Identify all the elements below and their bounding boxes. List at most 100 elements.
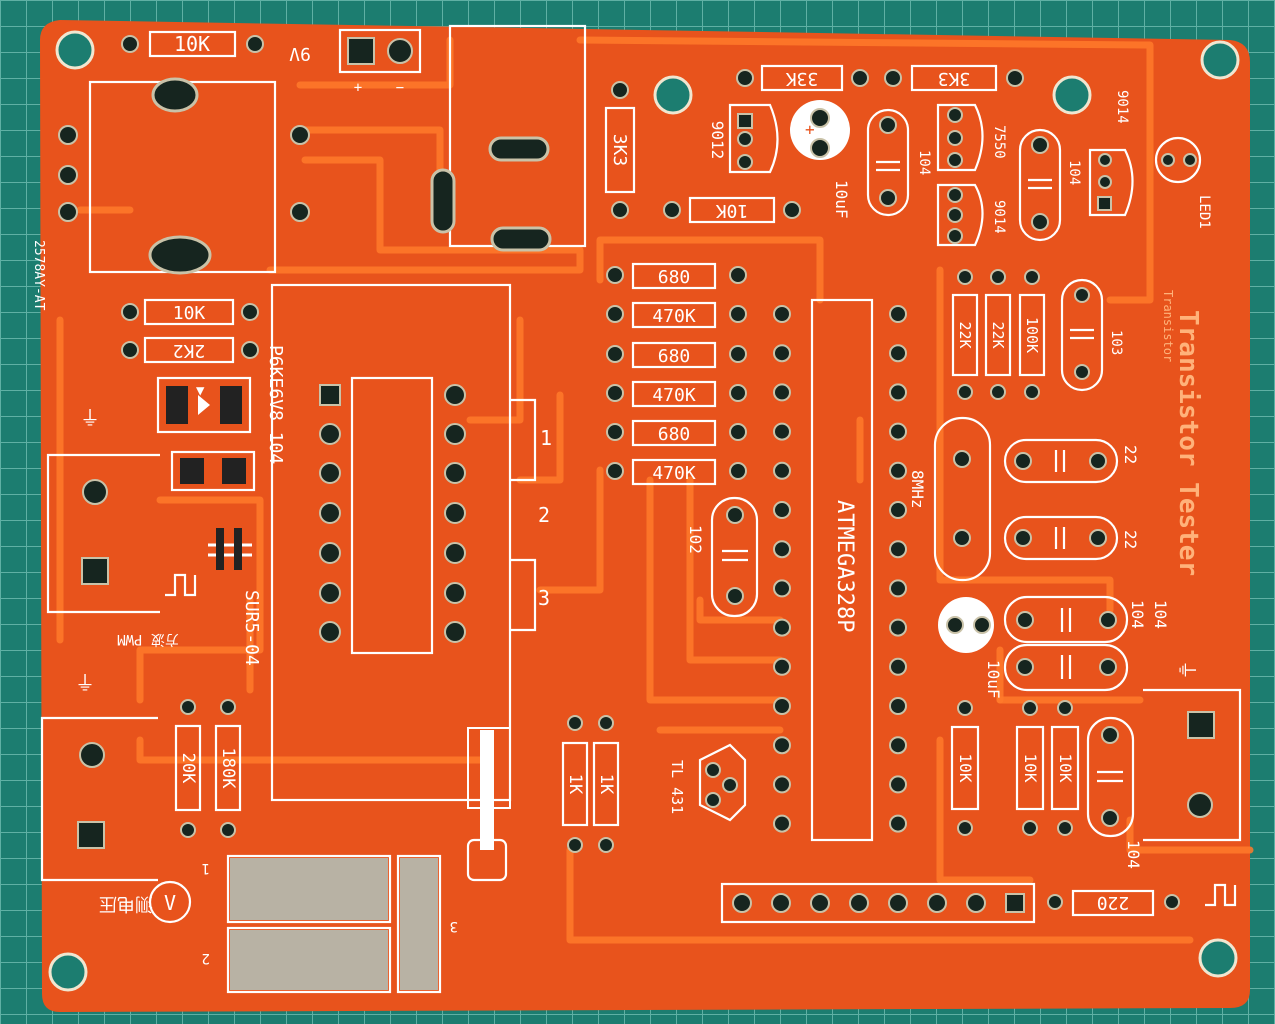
mcu-pin xyxy=(773,618,791,637)
label-minus: − xyxy=(396,80,404,96)
capacitor-102: 102 xyxy=(686,496,759,618)
label-tl431: TL 431 xyxy=(668,760,686,814)
label-470k-b: 470K xyxy=(652,385,696,406)
capacitor-104-top: 104 xyxy=(866,108,932,217)
label-104-right-top: 104 xyxy=(1066,160,1082,185)
resistor-10k-b3: 10K xyxy=(1050,700,1080,836)
label-9v: 9V xyxy=(289,43,311,64)
socket-pins-left xyxy=(319,384,341,643)
label-680-a: 680 xyxy=(658,267,691,288)
mcu-pin xyxy=(773,657,791,676)
potentiometer xyxy=(58,77,310,275)
label-33k: 33K xyxy=(786,68,819,89)
mcu-pin xyxy=(773,775,791,794)
transistor-9014-a: 9014 xyxy=(936,183,1007,247)
capacitor-104-e: 104 xyxy=(1086,716,1143,869)
mcu-pin xyxy=(889,422,907,441)
mcu-pin xyxy=(773,579,791,598)
label-10k-b1: 10K xyxy=(956,754,975,783)
capacitor-10uf-top: + 10uF xyxy=(790,100,851,219)
smd-pads xyxy=(170,450,256,492)
label-9012: 9012 xyxy=(708,121,727,160)
test-pads: 1 2 3 xyxy=(202,854,458,994)
label-7550: 7550 xyxy=(991,125,1007,159)
label-plus: + xyxy=(354,80,362,96)
label-680-c: 680 xyxy=(658,424,691,445)
mcu-pin xyxy=(889,305,907,323)
tvs-diode xyxy=(156,376,252,434)
resistor-1k-a: 1K xyxy=(561,715,589,853)
connector-pwm: ⏚ 方波 PWM xyxy=(46,406,179,647)
mcu-pins-left xyxy=(773,305,791,833)
label-3k3-vertical: 3K3 xyxy=(609,134,630,167)
resistor-2k2: 2K2 xyxy=(121,336,259,364)
mcu-pin xyxy=(773,422,791,441)
mcu-pin xyxy=(889,814,907,833)
connector-right: ⏚ xyxy=(1143,660,1242,842)
label-tp1: 1 xyxy=(202,860,210,876)
transistor-9014-b: 9014 xyxy=(1088,90,1134,217)
label-10k-b3: 10K xyxy=(1056,754,1075,783)
label-pwm: 方波 PWM xyxy=(117,631,179,647)
copper-traces xyxy=(56,36,1254,944)
mcu-pin xyxy=(773,383,791,402)
mcu-pins-right xyxy=(889,305,907,833)
label-2k2: 2K2 xyxy=(173,340,206,361)
label-22-b: 22 xyxy=(1121,530,1140,549)
svg-text:⏚: ⏚ xyxy=(75,671,95,695)
label-1k-b: 1K xyxy=(596,774,616,795)
capacitor-104-right-top: 104 xyxy=(1018,128,1082,242)
mcu-pin xyxy=(773,501,791,519)
mcu-pin xyxy=(889,618,907,637)
mcu-pin xyxy=(773,540,791,559)
mcu-pin xyxy=(773,344,791,363)
mcu-pin xyxy=(889,736,907,755)
resistor-1k-b: 1K xyxy=(592,715,620,853)
resistor-33k: 33K xyxy=(736,64,869,92)
pulse-symbol-pwm xyxy=(165,573,197,597)
resistor-10k-mid: 10K xyxy=(663,196,801,224)
svg-text:▼: ▼ xyxy=(196,383,205,399)
label-pin-1: 1 xyxy=(540,426,552,450)
label-10k-left: 10K xyxy=(173,303,206,324)
label-tp3: 3 xyxy=(450,918,458,934)
svg-text:+: + xyxy=(805,120,815,139)
resistor-22k-b: 22K xyxy=(984,269,1012,400)
resistor-10k-top: 10K xyxy=(121,30,264,58)
label-102: 102 xyxy=(686,525,705,554)
board-code: 2578AY-AT xyxy=(31,240,46,311)
resistor-3k3-horizontal: 3K3 xyxy=(884,64,1024,92)
label-22k-a: 22K xyxy=(956,321,974,348)
label-470k-c: 470K xyxy=(652,463,696,484)
label-3k3-horizontal: 3K3 xyxy=(938,68,971,89)
transistor-9012: 9012 xyxy=(708,103,779,174)
mcu-pin xyxy=(889,501,907,519)
label-pin-2: 2 xyxy=(538,503,550,527)
capacitor-103: 103 xyxy=(1060,278,1124,392)
tl431: TL 431 xyxy=(668,743,747,822)
label-v-symbol: V xyxy=(164,891,176,915)
header-pin xyxy=(771,893,791,913)
resistor-20k: 20K xyxy=(174,699,202,838)
label-20k: 20K xyxy=(178,753,198,784)
svg-text:⏚: ⏚ xyxy=(1175,660,1199,680)
label-1k-a: 1K xyxy=(565,774,585,795)
mcu-pin xyxy=(889,775,907,794)
label-sur5-04: SUR5-04 xyxy=(241,590,262,666)
capacitor-22-a: 22 xyxy=(1003,438,1140,484)
mcu-atmega328p: ATMEGA328P xyxy=(773,298,907,842)
resistor-10k-b1: 10K xyxy=(950,700,980,836)
capacitor-10uf-bottom: 10uF xyxy=(938,597,1003,699)
label-103: 103 xyxy=(1108,330,1124,355)
mcu-pin xyxy=(889,657,907,676)
mounting-holes xyxy=(48,30,1240,992)
mcu-pin xyxy=(773,697,791,715)
mcu-pin xyxy=(889,461,907,480)
label-10k-top: 10K xyxy=(174,32,210,56)
test-socket: 1 2 3 xyxy=(270,283,552,882)
label-10k-b2: 10K xyxy=(1021,754,1040,783)
label-220: 220 xyxy=(1097,892,1130,913)
label-9014-b: 9014 xyxy=(1114,90,1130,124)
capacitor-104-c: 104 xyxy=(1003,595,1147,644)
svg-text:⏚: ⏚ xyxy=(80,406,100,430)
